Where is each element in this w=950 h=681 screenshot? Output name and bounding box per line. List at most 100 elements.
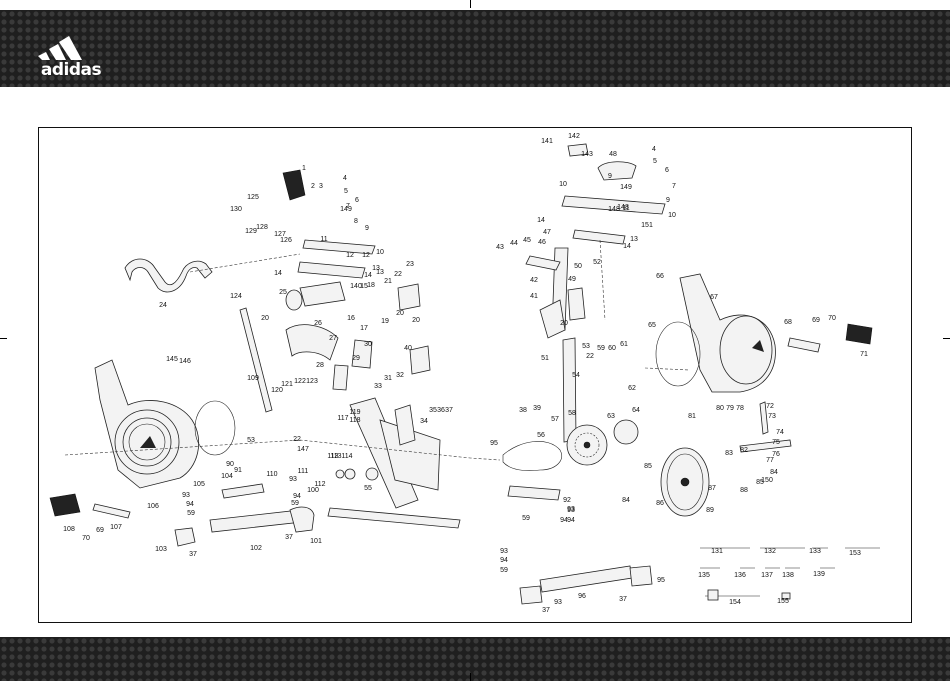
callout-138: 138 bbox=[782, 572, 794, 579]
callout-119: 119 bbox=[349, 409, 360, 416]
part-flywheel bbox=[660, 447, 710, 517]
callout-74: 74 bbox=[776, 429, 784, 436]
callout-75: 75 bbox=[772, 439, 780, 446]
callout-80: 80 bbox=[716, 405, 724, 412]
callout-23: 23 bbox=[406, 261, 414, 268]
callout-139: 139 bbox=[813, 571, 825, 578]
callout-41: 41 bbox=[530, 293, 538, 300]
part-drive-belt-left bbox=[194, 400, 236, 456]
callout-142: 142 bbox=[568, 133, 580, 140]
callout-101: 101 bbox=[310, 538, 322, 545]
callout-48: 48 bbox=[609, 151, 617, 158]
part-upright-tube bbox=[562, 337, 577, 443]
callout-102: 102 bbox=[250, 545, 262, 552]
part-handlebar-stem bbox=[297, 239, 376, 279]
part-bracket-plates bbox=[332, 283, 431, 391]
logo-wordmark: adidas bbox=[40, 60, 102, 80]
callout-76: 76 bbox=[772, 451, 780, 458]
callout-135: 135 bbox=[698, 572, 710, 579]
callout-84: 84 bbox=[622, 497, 630, 504]
callout-10: 10 bbox=[668, 212, 676, 219]
callout-110: 110 bbox=[266, 471, 277, 478]
callout-147: 147 bbox=[297, 446, 309, 453]
callout-45: 45 bbox=[523, 237, 531, 244]
callout-150: 150 bbox=[761, 477, 773, 484]
callout-37: 37 bbox=[285, 534, 293, 541]
callout-72: 72 bbox=[766, 403, 774, 410]
callout-96: 96 bbox=[578, 593, 586, 600]
callout-33: 33 bbox=[374, 383, 382, 390]
callout-117: 117 bbox=[337, 415, 348, 422]
part-pulley-plate bbox=[613, 419, 639, 445]
callout-64: 64 bbox=[632, 407, 640, 414]
crop-mark-bottom bbox=[470, 673, 471, 681]
callout-93: 93 bbox=[554, 599, 562, 606]
callout-62: 62 bbox=[628, 385, 636, 392]
callout-85: 85 bbox=[756, 479, 764, 486]
callout-104: 104 bbox=[221, 473, 233, 480]
callout-87: 87 bbox=[708, 485, 716, 492]
callout-7: 7 bbox=[346, 203, 350, 210]
callout-19: 19 bbox=[381, 318, 389, 325]
callout-153: 153 bbox=[849, 550, 861, 557]
callout-43: 43 bbox=[496, 244, 504, 251]
part-flywheel-ring bbox=[655, 321, 701, 387]
callout-49: 49 bbox=[568, 276, 576, 283]
callout-6: 6 bbox=[355, 197, 359, 204]
callout-2: 2 bbox=[311, 183, 315, 190]
callout-108: 108 bbox=[63, 526, 75, 533]
callout-59: 59 bbox=[187, 510, 195, 517]
callout-4: 4 bbox=[652, 146, 656, 153]
callout-149: 149 bbox=[620, 184, 632, 191]
callout-94: 94 bbox=[567, 517, 575, 524]
callout-148: 148 bbox=[608, 206, 620, 213]
callout-54: 54 bbox=[572, 372, 580, 379]
callout-113: 113 bbox=[330, 453, 341, 460]
callout-151: 151 bbox=[641, 222, 653, 229]
callout-149: 149 bbox=[340, 206, 352, 213]
crop-mark-top bbox=[470, 0, 471, 8]
callout-10: 10 bbox=[559, 181, 567, 188]
callout-146: 146 bbox=[179, 358, 191, 365]
callout-38: 38 bbox=[519, 407, 527, 414]
callout-21: 21 bbox=[384, 278, 392, 285]
callout-109: 109 bbox=[247, 375, 259, 382]
callout-105: 105 bbox=[193, 481, 205, 488]
callout-61: 61 bbox=[620, 341, 628, 348]
callout-114: 114 bbox=[341, 453, 352, 460]
part-pedal-right bbox=[787, 323, 873, 353]
callout-20: 20 bbox=[560, 320, 568, 327]
callout-22: 22 bbox=[394, 271, 402, 278]
part-flywheel-disc bbox=[566, 424, 608, 466]
part-saddle bbox=[567, 143, 637, 181]
callout-14: 14 bbox=[623, 243, 631, 250]
callout-100: 100 bbox=[307, 487, 319, 494]
callout-70: 70 bbox=[82, 535, 90, 542]
callout-95: 95 bbox=[490, 440, 498, 447]
part-seat-slider bbox=[285, 281, 346, 311]
part-bearing-set bbox=[335, 467, 379, 481]
callout-94: 94 bbox=[186, 501, 194, 508]
callout-88: 88 bbox=[740, 487, 748, 494]
callout-111: 111 bbox=[298, 468, 309, 475]
part-bottle-holder bbox=[525, 255, 561, 271]
callout-4: 4 bbox=[343, 175, 347, 182]
callout-18: 18 bbox=[367, 282, 375, 289]
callout-59: 59 bbox=[597, 345, 605, 352]
callout-59: 59 bbox=[500, 567, 508, 574]
callout-70: 70 bbox=[828, 315, 836, 322]
part-stabilizer-cover bbox=[221, 483, 265, 499]
callout-93: 93 bbox=[567, 506, 575, 513]
callout-32: 32 bbox=[396, 372, 404, 379]
callout-58: 58 bbox=[568, 410, 576, 417]
callout-94: 94 bbox=[293, 493, 301, 500]
callout-113: 113 bbox=[327, 453, 338, 460]
callout-40: 40 bbox=[404, 345, 412, 352]
footer-band bbox=[0, 637, 950, 681]
callout-31: 31 bbox=[384, 375, 392, 382]
assembly-leaders bbox=[64, 239, 691, 461]
part-crank-axle bbox=[739, 401, 792, 453]
callout-11: 11 bbox=[622, 205, 629, 212]
callout-10: 10 bbox=[376, 249, 384, 256]
callout-129: 129 bbox=[245, 228, 257, 235]
